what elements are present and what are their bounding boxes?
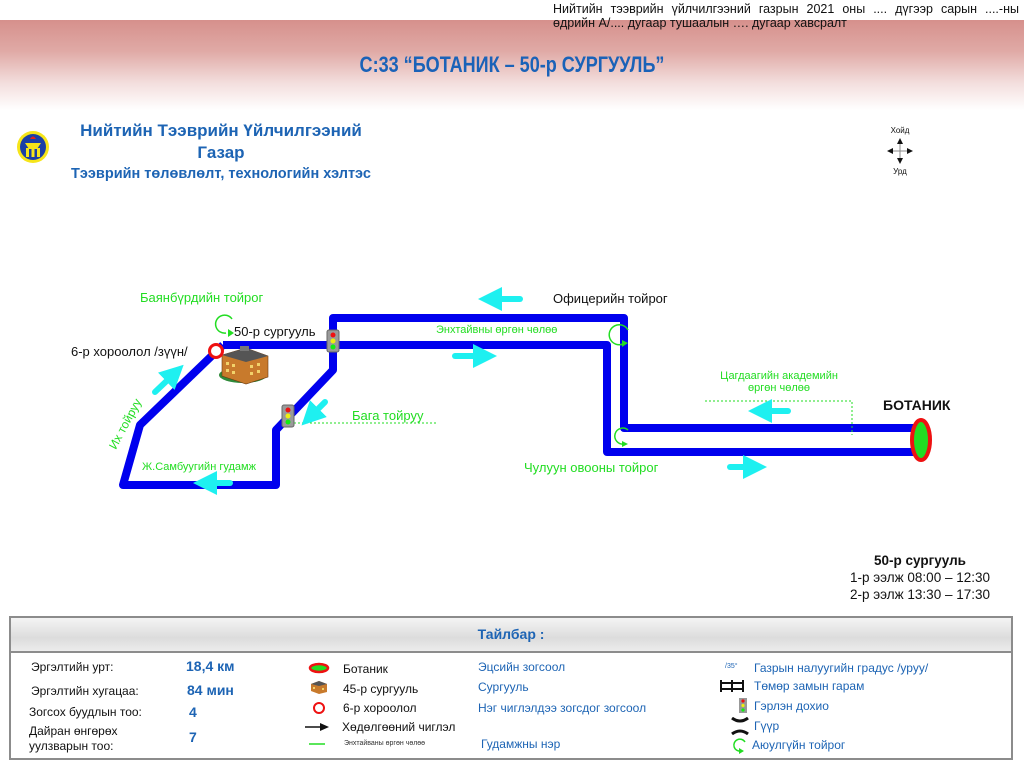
bridge-icon <box>731 717 749 735</box>
stat-duration-value: 84 мин <box>187 682 234 698</box>
roundabout-icon <box>733 738 746 754</box>
stat-stops-label: Зогсох буудлын тоо: <box>29 705 142 719</box>
organization-logo <box>17 131 49 163</box>
compass-arrows-icon <box>887 138 913 164</box>
decree-line-2: өдрийн А/.... дугаар тушаалын …. дугаар … <box>553 16 847 30</box>
one-way-stop-marker <box>208 343 224 359</box>
red-ring-icon <box>313 702 325 714</box>
route-line-outbound <box>329 314 920 432</box>
legend-other-label: Гүүр <box>754 719 780 733</box>
green-line-icon <box>309 743 325 745</box>
legend-symbol-meaning: Эцсийн зогсоол <box>478 660 566 674</box>
traffic-light-icon <box>739 698 747 713</box>
traffic-light-icon <box>326 329 340 353</box>
decree-word: газрын <box>758 2 799 16</box>
label-school-50: 50-р сургууль <box>234 324 316 339</box>
legend-symbol-meaning: Нэг чиглэлдээ зогсдог зогсоол <box>478 701 647 715</box>
legend-symbol-label: 45-р сургууль <box>343 682 419 696</box>
label-baga-toiruu: Бага тойруу <box>352 408 424 423</box>
compass-north-label: Хойд <box>890 126 910 135</box>
legend-symbol-label: Хөдөлгөөний чиглэл <box>342 720 456 734</box>
organization-name-1: Нийтийн Тээврийн Үйлчилгээний <box>80 121 362 140</box>
department-name: Тээврийн төлөвлөлт, технологийн хэлтэс <box>71 166 371 182</box>
legend-symbol-label: Энхтайваны өргөн чөлөө <box>344 740 426 747</box>
compass-rose: Хойд Урд <box>880 126 920 178</box>
label-sambuu-street: Ж.Самбуугийн гудамж <box>142 461 256 473</box>
decree-word: сарын <box>940 2 977 16</box>
label-chuluun-ovoo-circle: Чулуун овооны тойрог <box>524 460 659 475</box>
label-botanik: БОТАНИК <box>883 397 951 413</box>
arrow-right-icon <box>305 723 329 731</box>
school-building-icon <box>219 346 269 385</box>
legend-other-label: Аюулгүйн тойрог <box>752 738 846 752</box>
school-schedule: 50-р сургууль 1-р ээлж 08:00 – 12:30 2-р… <box>850 552 990 603</box>
stat-length-label: Эргэлтийн урт: <box>31 660 114 674</box>
legend-other-label: Төмөр замын гарам <box>754 679 865 693</box>
direction-arrow <box>152 364 184 395</box>
legend-symbol-label: Ботаник <box>343 662 388 676</box>
legend-title: Тайлбар : <box>11 618 1011 653</box>
route-line-inbound <box>333 341 920 456</box>
stat-intersections-label-1: Дайран өнгөрөх <box>29 724 118 738</box>
label-police-academy-ave-2: өргөн чөлөө <box>748 382 810 394</box>
slope-degree-icon: /35° <box>725 663 738 670</box>
roundabout-icon <box>608 324 629 347</box>
decree-word: үйлчилгээний <box>671 2 751 16</box>
legend-other-label: Газрын налуугийн градус /уруу/ <box>754 661 929 675</box>
label-police-academy-ave-1: Цагдаагийн академийн <box>720 370 838 382</box>
decree-word: тээврийн <box>610 2 664 16</box>
compass-south-label: Урд <box>893 167 907 176</box>
decree-word: оны <box>842 2 866 16</box>
legend-panel: Тайлбар : Эргэлтийн урт: 18,4 км Эргэлти… <box>9 616 1013 760</box>
decree-word: .... <box>873 2 888 16</box>
schedule-shift-2: 2-р ээлж 13:30 – 17:30 <box>850 587 990 602</box>
roundabout-icon <box>614 427 629 447</box>
legend-other-label: Гэрлэн дохио <box>754 699 829 713</box>
organization-name-2: Газар <box>197 143 245 162</box>
schedule-shift-1: 1-р ээлж 08:00 – 12:30 <box>850 570 990 585</box>
traffic-light-icon <box>281 404 295 428</box>
decree-word: дүгээр <box>895 2 933 16</box>
label-enkhtaivan-ave: Энхтайвны өргөн чөлөө <box>436 324 558 336</box>
stat-stops-value: 4 <box>189 704 197 720</box>
label-bayanburd-circle: Баянбүрдийн тойрог <box>140 290 264 305</box>
school-building-icon <box>311 681 327 694</box>
organization-block: Нийтийн Тээврийн Үйлчилгээний Газар Тээв… <box>56 120 386 184</box>
stat-duration-label: Эргэлтийн хугацаа: <box>31 684 139 698</box>
route-title: С:33 “БОТАНИК – 50-р СУРГУУЛЬ” <box>359 52 665 77</box>
legend-symbol-label: 6-р хороолол <box>343 701 417 715</box>
decree-line-1: Нийтийн тээврийн үйлчилгээний газрын 2021 оны… <box>553 2 1019 16</box>
stat-length-value: 18,4 км <box>186 658 235 674</box>
terminal-stop-marker <box>910 418 932 462</box>
stat-intersections-value: 7 <box>189 729 197 745</box>
decree-word: ....-ны <box>985 2 1019 16</box>
label-police-academy-ave: Цагдаагийн академийн өргөн чөлөө <box>709 370 849 394</box>
railway-crossing-icon <box>720 680 744 692</box>
legend-symbol-meaning: Гудамжны нэр <box>481 737 561 751</box>
label-khoroolol-6: 6-р хороолол /зүүн/ <box>71 344 188 359</box>
label-officer-circle: Офицерийн тойрог <box>553 291 668 306</box>
header-banner <box>0 20 1024 110</box>
route-map <box>119 287 932 495</box>
direction-arrow <box>301 399 328 426</box>
stat-intersections-label-2: уулзварын тоо: <box>29 739 114 753</box>
terminal-oval-icon <box>308 662 330 674</box>
schedule-title: 50-р сургууль <box>874 553 966 568</box>
roundabout-icon <box>214 314 234 337</box>
legend-symbol-meaning: Сургууль <box>478 680 529 694</box>
decree-note: Нийтийн тээврийн үйлчилгээний газрын 2021 оны… <box>553 2 1019 30</box>
decree-word: 2021 <box>806 2 835 16</box>
decree-word: Нийтийн <box>553 2 603 16</box>
